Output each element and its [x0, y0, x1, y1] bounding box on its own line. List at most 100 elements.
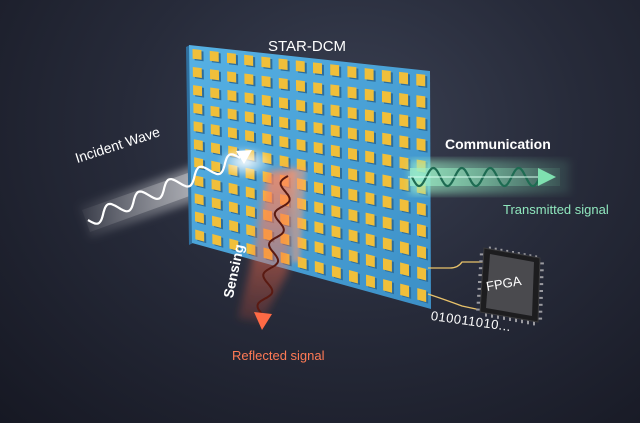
unit-cell: [416, 74, 425, 87]
unit-cell: [348, 87, 357, 99]
unit-cell: [262, 133, 271, 145]
unit-cell: [331, 165, 340, 178]
unit-cell: [347, 66, 356, 78]
unit-cell: [227, 90, 236, 101]
unit-cell: [296, 80, 305, 92]
unit-cell: [417, 245, 426, 259]
chip-pin: [540, 262, 544, 264]
unit-cell: [279, 117, 288, 129]
unit-cell: [262, 95, 271, 107]
unit-cell: [417, 202, 426, 215]
unit-cell: [382, 91, 391, 103]
unit-cell: [332, 245, 341, 258]
unit-cell: [348, 209, 357, 222]
unit-cell: [245, 92, 254, 104]
unit-cell: [314, 221, 323, 234]
unit-cell: [210, 106, 219, 117]
unit-cell: [382, 175, 391, 188]
unit-cell: [332, 225, 341, 238]
unit-cell: [244, 74, 253, 85]
unit-cell: [280, 155, 289, 167]
unit-cell: [348, 189, 357, 202]
unit-cell: [314, 142, 323, 154]
unit-cell: [366, 213, 375, 226]
unit-cell: [246, 187, 255, 199]
unit-cell: [400, 178, 409, 191]
chip-pin: [533, 321, 535, 325]
communication-label: Communication: [445, 136, 551, 152]
unit-cell: [296, 100, 305, 112]
unit-cell: [331, 125, 340, 137]
unit-cell: [314, 182, 323, 195]
chip-pin: [539, 304, 543, 306]
unit-cell: [229, 183, 238, 195]
unit-cell: [314, 162, 323, 174]
chip-pin: [540, 269, 544, 271]
unit-cell: [416, 95, 425, 108]
unit-cell: [383, 216, 392, 229]
unit-cell: [348, 127, 357, 139]
unit-cell: [331, 185, 340, 198]
unit-cell: [365, 130, 374, 143]
unit-cell: [279, 78, 288, 90]
unit-cell: [211, 124, 220, 135]
unit-cell: [314, 122, 323, 134]
unit-cell: [399, 135, 408, 148]
unit-cell: [297, 139, 306, 151]
unit-cell: [400, 220, 409, 233]
unit-cell: [313, 62, 322, 74]
unit-cell: [365, 192, 374, 205]
unit-cell: [279, 97, 288, 109]
unit-cell: [348, 107, 357, 119]
control-wire-1: [428, 262, 486, 268]
unit-cell: [400, 284, 409, 298]
unit-cell: [382, 70, 391, 82]
unit-cell: [296, 119, 305, 131]
unit-cell: [330, 64, 339, 76]
unit-cell: [383, 195, 392, 208]
chip-pin: [539, 290, 543, 292]
unit-cell: [383, 258, 392, 272]
unit-cell: [262, 76, 271, 88]
unit-cell: [192, 49, 201, 60]
unit-cell: [245, 130, 254, 142]
unit-cell: [314, 201, 323, 214]
unit-cell: [399, 93, 408, 106]
unit-cell: [417, 138, 426, 151]
unit-cell: [212, 179, 221, 191]
unit-cell: [193, 85, 202, 96]
unit-cell: [296, 60, 305, 72]
unit-cell: [366, 233, 375, 246]
unit-cell: [261, 57, 270, 68]
unit-cell: [417, 288, 426, 302]
unit-cell: [365, 171, 374, 184]
chip-pin: [539, 276, 543, 278]
chip-pin: [538, 318, 542, 320]
unit-cell: [416, 117, 425, 130]
unit-cell: [399, 114, 408, 127]
unit-cell: [262, 114, 271, 126]
unit-cell: [330, 84, 339, 96]
unit-cell: [365, 68, 374, 80]
unit-cell: [349, 229, 358, 242]
transmitted-signal-label: Transmitted signal: [503, 202, 609, 217]
unit-cell: [211, 142, 220, 154]
unit-cell: [365, 109, 374, 121]
unit-cell: [399, 157, 408, 170]
unit-cell: [382, 112, 391, 125]
unit-cell: [194, 139, 203, 150]
unit-cell: [194, 175, 203, 187]
unit-cell: [228, 127, 237, 139]
unit-cell: [400, 241, 409, 255]
unit-cell: [417, 224, 426, 238]
unit-cell: [400, 199, 409, 212]
unit-cell: [382, 133, 391, 146]
unit-cell: [279, 59, 288, 71]
unit-cell: [279, 136, 288, 148]
unit-cell: [227, 53, 236, 64]
reflected-signal-label: Reflected signal: [232, 348, 325, 363]
unit-cell: [313, 102, 322, 114]
unit-cell: [400, 262, 409, 276]
unit-cell: [194, 121, 203, 132]
